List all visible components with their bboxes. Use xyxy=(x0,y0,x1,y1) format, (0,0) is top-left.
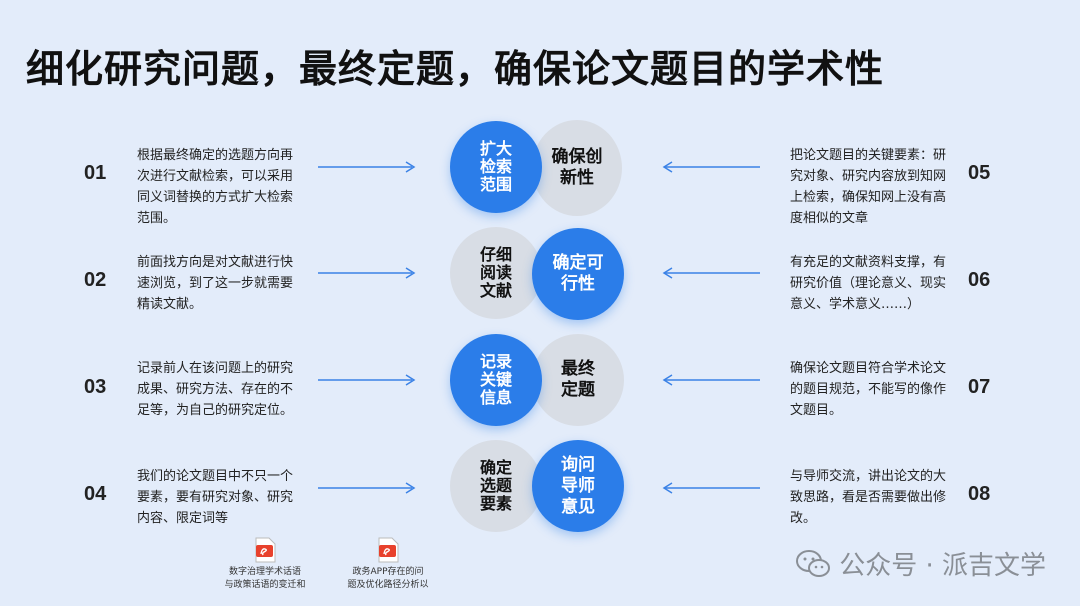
file-label[interactable]: 政务APP存在的问 题及优化路径分析以 xyxy=(333,566,443,592)
step-desc-02: 前面找方向是对文献进行快速浏览，到了这一步就需要精读文献。 xyxy=(137,255,294,312)
arrow-right-icon xyxy=(318,267,416,279)
arrow-left-icon xyxy=(662,267,760,279)
page-title: 细化研究问题，最终定题，确保论文题目的学术性 xyxy=(26,47,885,91)
circle-label: 记录关键信息 xyxy=(479,352,512,407)
circle-confirm-feasibility: 确定可行性 xyxy=(532,228,624,320)
wechat-icon xyxy=(796,549,831,577)
file-label-line1: 数字治理学术话语 xyxy=(228,567,301,577)
file-label[interactable]: 数字治理学术话语 与政策话语的变迁和 xyxy=(210,566,320,592)
step-number-03: 03 xyxy=(84,376,107,398)
step-number-07: 07 xyxy=(968,376,991,398)
circle-expand-search: 扩大检索范围 xyxy=(450,121,542,213)
arrow-right-icon xyxy=(318,161,416,173)
step-number-02: 02 xyxy=(84,269,107,291)
step-desc-01: 根据最终确定的选题方向再次进行文献检索，可以采用同义词替换的方式扩大检索范围。 xyxy=(137,148,294,226)
circle-read-literature: 仔细阅读文献 xyxy=(450,227,542,319)
step-desc-04: 我们的论文题目中不只一个要素，要有研究对象、研究内容、限定词等 xyxy=(137,469,294,526)
step-number-04: 04 xyxy=(84,483,107,505)
arrow-right-icon xyxy=(318,482,416,494)
circle-label: 扩大检索范围 xyxy=(479,139,512,194)
pdf-file-icon[interactable] xyxy=(254,537,276,563)
arrow-left-icon xyxy=(662,482,760,494)
circle-label: 确定可行性 xyxy=(552,253,604,294)
arrow-left-icon xyxy=(662,161,760,173)
step-number-01: 01 xyxy=(84,162,107,184)
watermark: 公众号 · 派吉文学 xyxy=(795,545,1046,582)
circle-ensure-novelty: 确保创新性 xyxy=(532,120,622,216)
step-desc-08: 与导师交流，讲出论文的大致思路，看是否需要做出修改。 xyxy=(790,469,947,526)
step-number-08: 08 xyxy=(968,483,991,505)
circle-ask-advisor: 询问导师意见 xyxy=(532,440,624,532)
arrow-left-icon xyxy=(662,374,760,386)
circle-label: 确定选题要素 xyxy=(479,458,512,513)
step-desc-05: 把论文题目的关键要素：研究对象、研究内容放到知网上检索，确保知网上没有高度相似的… xyxy=(790,148,947,226)
step-number-06: 06 xyxy=(968,269,991,291)
watermark-text: 公众号 · 派吉文学 xyxy=(839,551,1046,581)
circle-label: 仔细阅读文献 xyxy=(479,245,512,300)
step-desc-06: 有充足的文献资料支撑，有研究价值（理论意义、现实意义、学术意义……） xyxy=(790,255,947,312)
circle-label: 确保创新性 xyxy=(551,147,603,188)
step-desc-03: 记录前人在该问题上的研究成果、研究方法、存在的不足等，为自己的研究定位。 xyxy=(137,361,294,418)
file-label-line1: 政务APP存在的问 xyxy=(352,567,424,577)
circle-label: 最终定题 xyxy=(561,359,595,400)
file-label-line2: 题及优化路径分析以 xyxy=(347,580,429,590)
circle-final-topic: 最终定题 xyxy=(532,334,624,426)
pdf-file-icon[interactable] xyxy=(377,537,399,563)
step-number-05: 05 xyxy=(968,162,991,184)
arrow-right-icon xyxy=(318,374,416,386)
circle-label: 询问导师意见 xyxy=(561,454,595,517)
step-desc-07: 确保论文题目符合学术论文的题目规范，不能写的像作文题目。 xyxy=(790,361,947,418)
circle-determine-elements: 确定选题要素 xyxy=(450,440,542,532)
file-label-line2: 与政策话语的变迁和 xyxy=(224,580,306,590)
circle-record-key-info: 记录关键信息 xyxy=(450,334,542,426)
